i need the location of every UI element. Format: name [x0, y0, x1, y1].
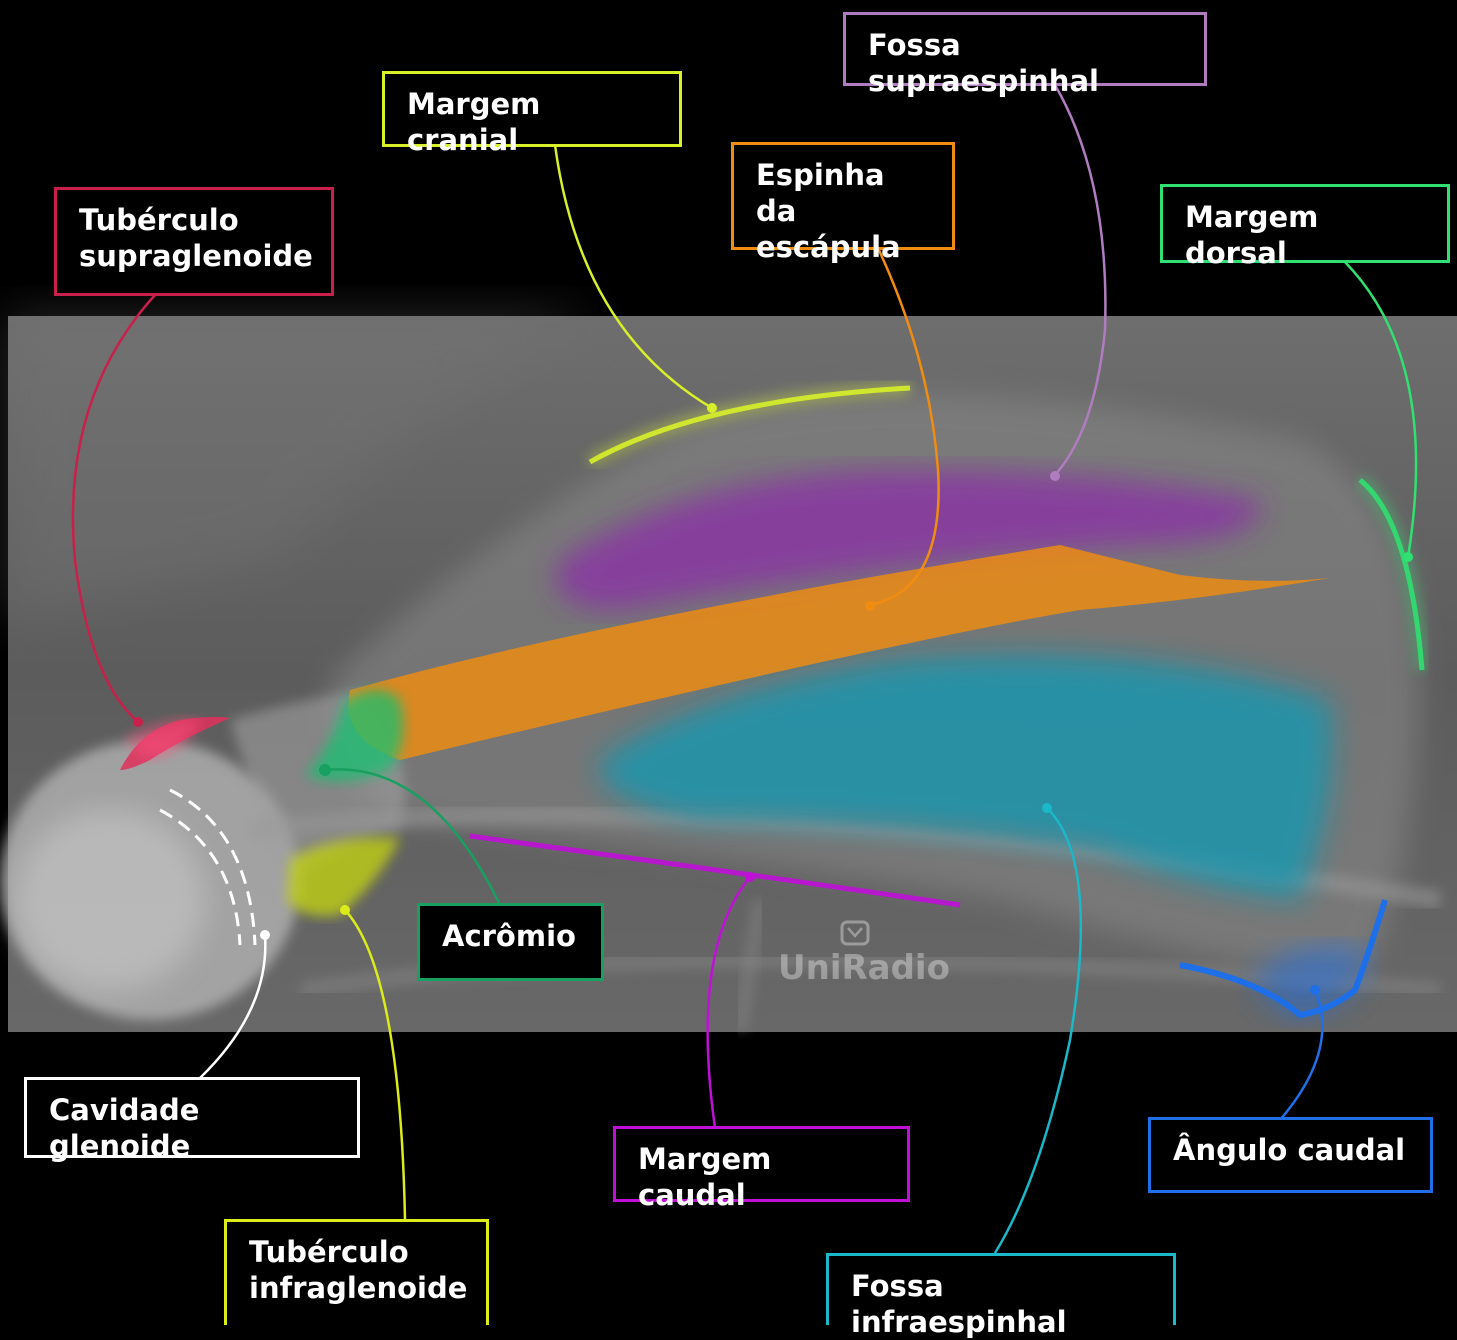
label-margem-dorsal: Margem dorsal	[1160, 184, 1450, 263]
label-acromio: Acrômio	[417, 903, 604, 981]
label-tuberculo-supraglenoide: Tubérculo supraglenoide	[54, 187, 334, 296]
label-espinha-da-escapula: Espinha da escápula	[731, 142, 955, 250]
label-angulo-caudal: Ângulo caudal	[1148, 1117, 1433, 1193]
label-cavidade-glenoide: Cavidade glenoide	[24, 1077, 360, 1158]
label-fossa-supraespinhal: Fossa supraespinhal	[843, 12, 1207, 86]
label-margem-cranial: Margem cranial	[382, 71, 682, 147]
uniradio-watermark: UniRadio	[778, 948, 950, 988]
label-margem-caudal: Margem caudal	[613, 1126, 910, 1202]
label-tuberculo-infraglenoide: Tubérculo infraglenoide	[224, 1219, 489, 1325]
label-fossa-infraespinhal: Fossa infraespinhal	[826, 1253, 1176, 1325]
